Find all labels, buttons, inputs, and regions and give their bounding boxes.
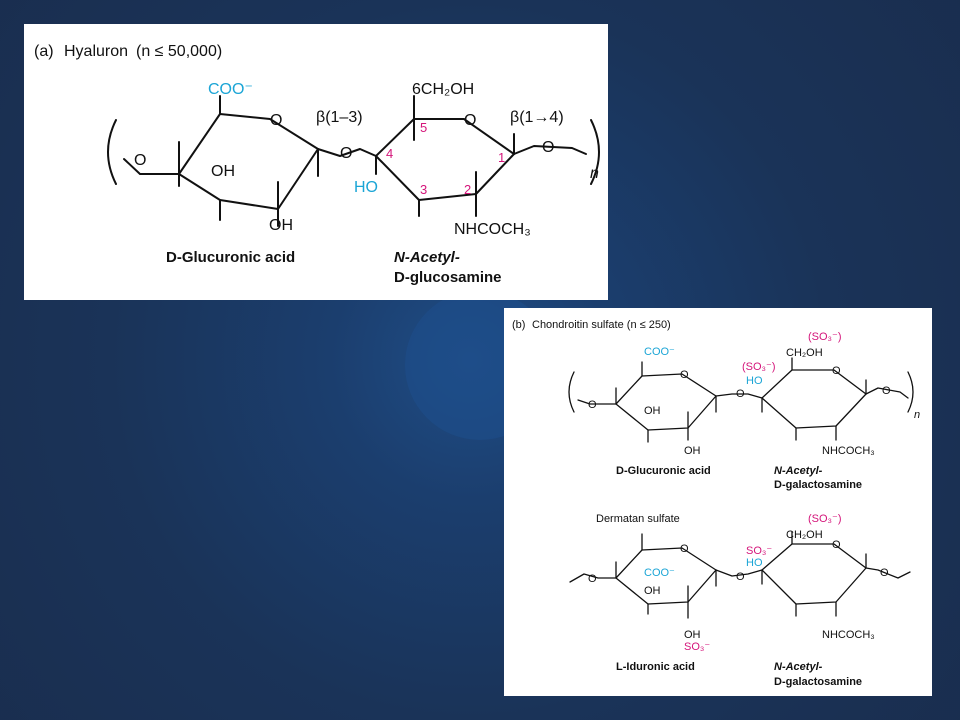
oh-d2: OH [684,629,701,641]
sugar-name-acetyl: N-Acetyl- [394,249,460,266]
panel-a-label: (a) [34,43,54,60]
chondroitin-title: Chondroitin sulfate (n ≤ 250) [532,319,671,331]
sugar-name-galactosamine-b: D-galactosamine [774,479,862,491]
so3-d-bottom: SO₃⁻ [684,641,710,653]
position-4: 4 [386,146,393,161]
bridge-o-d: O [736,571,745,583]
left-paren [107,119,117,185]
hyaluron-n-label: (n ≤ 50,000) [136,43,222,60]
dermatan-right-o: O [880,567,889,579]
oh-2: OH [269,217,293,234]
position-2: 2 [464,182,471,197]
hyaluron-panel: (a) Hyaluron (n ≤ 50,000) n O COO⁻ O OH … [24,24,608,300]
dermatan-galactosamine-ring [761,531,867,617]
beta-1-3-label: β(1–3) [316,109,363,126]
beta-14-bond [513,145,587,155]
ch2oh-d: CH₂OH [786,529,823,541]
ring-oxygen-1: O [270,112,282,129]
chondroitin-bridge [715,393,763,399]
ho-group: HO [354,179,378,196]
repeat-n: n [590,165,599,182]
left-o: O [134,152,146,169]
ring-o-b2: O [832,365,841,377]
ho-d: HO [746,557,763,569]
glucosamine-ring [375,95,515,217]
nhcoch3-d: NHCOCH₃ [822,629,875,641]
sugar-name-galactosamine-d: D-galactosamine [774,676,862,688]
beta-1-4-label: β(1→4) [510,109,564,126]
oh-d1: OH [644,585,661,597]
coo-group: COO⁻ [208,81,253,98]
chondroitin-left-bond [577,399,617,405]
so3-paren-d-top: (SO₃⁻) [808,513,842,525]
oh-1: OH [211,163,235,180]
dermatan-title: Dermatan sulfate [596,513,680,525]
position-1: 1 [498,150,505,165]
sugar-name-acetyl-d: N-Acetyl- [774,661,823,673]
chondroitin-dermatan-panel: (b) Chondroitin sulfate (n ≤ 250) n O CO… [504,308,932,696]
oh-b1: OH [644,405,661,417]
ch2oh-group: 6CH₂OH [412,81,474,98]
sugar-name-glucuronic-b: D-Glucuronic acid [616,465,711,477]
sugar-name-glucuronic: D-Glucuronic acid [166,249,295,266]
chondroitin-right-o: O [882,385,891,397]
ch2oh-b: CH₂OH [786,347,823,359]
position-3: 3 [420,182,427,197]
nhcoch3-group: NHCOCH₃ [454,221,531,238]
coo-b: COO⁻ [644,346,675,358]
chondroitin-uronic-ring [615,361,717,443]
bridge-oxygen-1: O [340,145,352,162]
so3-paren-left: (SO₃⁻) [742,361,776,373]
sugar-name-iduronic: L-Iduronic acid [616,661,695,673]
chondroitin-galactosamine-ring [761,357,867,441]
panel-b-label: (b) [512,319,525,331]
so3-d-left: SO₃⁻ [746,545,772,557]
dermatan-left-o: O [588,573,597,585]
dermatan-right-bond [865,567,911,579]
bridge-oxygen-2: O [542,139,554,156]
repeat-n-b: n [914,409,920,421]
chondroitin-dermatan-structure: (b) Chondroitin sulfate (n ≤ 250) n O CO… [512,319,920,688]
ring-o-d1: O [680,543,689,555]
chondroitin-right-bond [865,387,909,399]
dermatan-bridge [715,569,763,577]
sugar-name-glucosamine: D-glucosamine [394,269,502,286]
beta-13-bond [317,148,377,157]
paren-left-b [568,371,575,413]
paren-right-b [907,371,914,413]
chondroitin-left-o: O [588,399,597,411]
coo-d: COO⁻ [644,567,675,579]
dermatan-left-bond [569,573,617,583]
oh-b2: OH [684,445,701,457]
ring-o-d2: O [832,539,841,551]
ring-oxygen-2: O [464,112,476,129]
nhcoch3-b: NHCOCH₃ [822,445,875,457]
ho-b: HO [746,375,763,387]
sugar-name-acetyl-b: N-Acetyl- [774,465,823,477]
glucuronic-acid-ring [178,95,319,227]
hyaluron-title: Hyaluron [64,43,128,60]
right-paren [590,119,600,185]
hyaluron-structure: (a) Hyaluron (n ≤ 50,000) n O COO⁻ O OH … [34,43,600,286]
ring-o-b1: O [680,369,689,381]
left-glycosidic-bond [123,158,180,175]
bridge-o-b: O [736,388,745,400]
position-5: 5 [420,120,427,135]
so3-paren-top: (SO₃⁻) [808,331,842,343]
